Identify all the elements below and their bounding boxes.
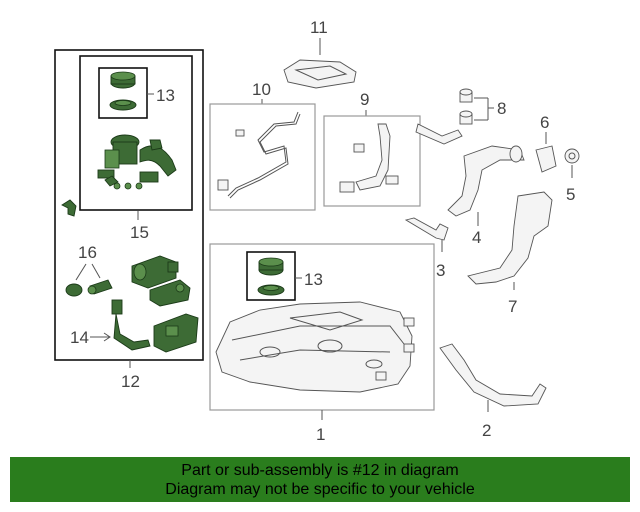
callout-9[interactable]: 9 [360, 90, 369, 109]
vent-hose[interactable] [415, 123, 463, 145]
leader-16-a [75, 263, 87, 281]
reservoir-cup[interactable] [153, 313, 199, 353]
callout-16[interactable]: 16 [78, 243, 97, 262]
callout-14[interactable]: 14 [70, 328, 89, 347]
cap-8a[interactable] [459, 88, 473, 103]
callout-13-lower[interactable]: 13 [304, 270, 323, 289]
callout-1[interactable]: 1 [316, 425, 325, 444]
part-13-box-upper [98, 67, 148, 119]
part-13-box-lower [246, 251, 296, 301]
callout-15[interactable]: 15 [130, 223, 149, 242]
callout-5[interactable]: 5 [566, 185, 575, 204]
fuel-tank-1[interactable] [215, 301, 415, 393]
callout-13-upper[interactable]: 13 [156, 86, 175, 105]
fuel-line-10[interactable] [227, 111, 299, 197]
arrowhead-14 [103, 332, 111, 342]
connector-9a [339, 181, 355, 193]
callout-4[interactable]: 4 [472, 228, 481, 247]
callout-11[interactable]: 11 [310, 18, 328, 37]
callout-7[interactable]: 7 [508, 297, 517, 316]
clip-10 [235, 129, 245, 137]
part-9-box [323, 115, 421, 207]
pressure-regulator[interactable] [149, 279, 191, 307]
callout-3[interactable]: 3 [436, 261, 445, 280]
banner-line-2: Diagram may not be specific to your vehi… [165, 481, 475, 498]
callout-6[interactable]: 6 [540, 113, 549, 132]
fuel-pump-module-15[interactable] [97, 134, 177, 190]
leader-16-b [91, 263, 101, 279]
fuel-sender-14[interactable] [111, 299, 151, 351]
splash-shield-7[interactable] [467, 191, 553, 285]
callout-8[interactable]: 8 [497, 99, 506, 118]
connector-9b [385, 175, 399, 185]
callout-12[interactable]: 12 [121, 372, 140, 391]
fuel-tube-9[interactable] [355, 123, 391, 191]
seal-ring-13-upper[interactable] [109, 71, 137, 111]
assembly-12-box[interactable] [54, 49, 204, 361]
shield-11-detail [294, 65, 348, 81]
sub-assembly-15-box [79, 55, 193, 211]
connector-10 [217, 179, 229, 191]
callout-2[interactable]: 2 [482, 421, 491, 440]
info-banner: Part or sub-assembly is #12 in diagram D… [10, 457, 630, 502]
banner-line-1: Part or sub-assembly is #12 in diagram [181, 462, 459, 479]
cap-5[interactable] [564, 148, 580, 164]
tank-strap-2[interactable] [439, 343, 547, 407]
cap-8b[interactable] [459, 110, 473, 125]
heat-shield-11[interactable] [283, 59, 357, 89]
sensor-16[interactable] [87, 279, 113, 295]
clip-9 [353, 143, 365, 153]
clip[interactable] [61, 199, 77, 217]
filler-neck-6[interactable] [535, 145, 557, 173]
callout-10[interactable]: 10 [252, 80, 271, 99]
part-10-box [209, 103, 316, 211]
o-ring-16[interactable] [65, 283, 83, 297]
seal-ring-13-lower[interactable] [257, 257, 285, 296]
valve-assembly[interactable] [131, 255, 179, 289]
hose-3[interactable] [404, 217, 449, 241]
